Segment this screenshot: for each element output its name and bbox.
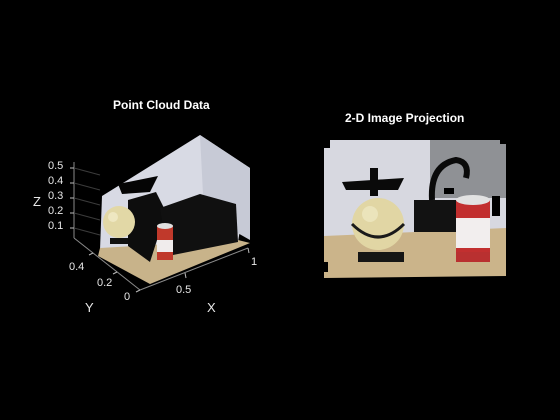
x-tick-label: 1 xyxy=(251,256,258,268)
y-tick-label: 0.2 xyxy=(97,277,113,289)
z-tick-label: 0.3 xyxy=(48,190,64,202)
y-axis-label: Y xyxy=(85,300,94,315)
x-tick-label: 0.5 xyxy=(176,284,192,296)
z-tick-label: 0.2 xyxy=(48,205,64,217)
z-axis-label: Z xyxy=(33,194,41,209)
phone-object xyxy=(128,192,166,262)
x-axis-line xyxy=(139,247,249,291)
phone-base xyxy=(160,194,238,256)
globe-ball xyxy=(352,198,404,250)
helicopter-blade xyxy=(118,176,158,194)
projection-title: 2-D Image Projection xyxy=(345,111,465,125)
z-tick-label: 0.4 xyxy=(48,175,64,187)
x-axis-label: X xyxy=(207,300,216,315)
point-cloud-title: Point Cloud Data xyxy=(113,98,210,112)
phone-object xyxy=(414,200,458,232)
y-axis-line xyxy=(73,237,141,291)
y-tick-label: 0 xyxy=(124,291,131,303)
z-tick-label: 0.1 xyxy=(48,220,64,232)
z-tick-label: 0.5 xyxy=(48,160,64,172)
y-tick-label: 0.4 xyxy=(69,261,85,273)
